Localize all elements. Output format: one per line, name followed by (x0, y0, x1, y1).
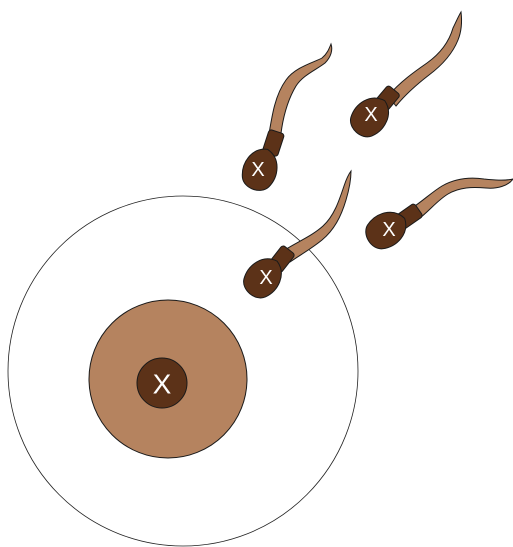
sperm-2-tail (388, 12, 462, 106)
sperm-3-tail (283, 171, 351, 262)
sperm-1-tail (268, 44, 332, 142)
sperm-cell-4: X (360, 178, 513, 255)
sperm-3-label: X (259, 267, 272, 289)
sperm-2-label: X (364, 104, 377, 126)
sperm-1-label: X (251, 159, 264, 181)
egg-nucleus-label: X (153, 369, 172, 400)
sperm-4-label: X (382, 219, 395, 241)
sperm-4-tail (412, 178, 513, 218)
sperm-cell-1: X (237, 44, 331, 195)
sperm-cell-2: X (344, 12, 462, 143)
